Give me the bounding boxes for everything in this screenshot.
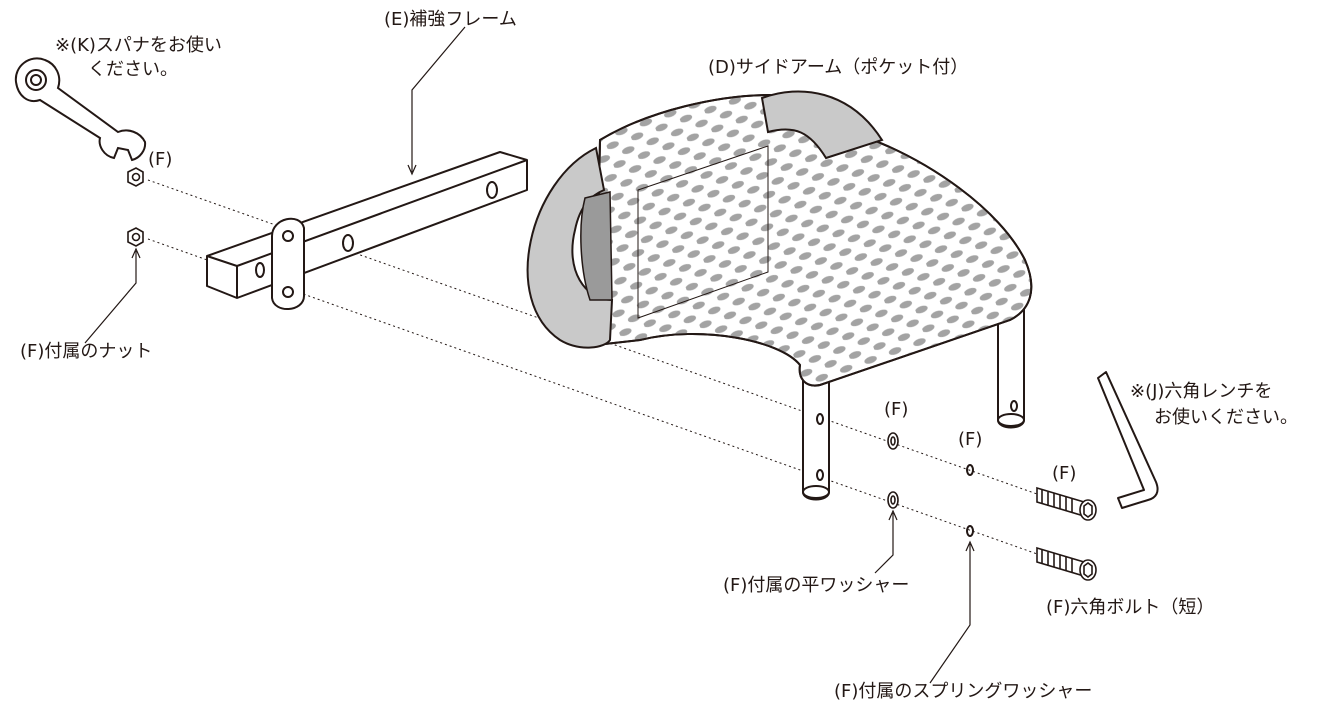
spring-washer-leader [929, 544, 971, 684]
side-arm-label: (D)サイドアーム（ポケット付） [708, 57, 969, 78]
bolt-top-label: (F) [1052, 463, 1077, 484]
flat-washer-label: (F)付属の平ワッシャー [723, 575, 910, 596]
reinforcement-frame [206, 151, 528, 310]
hex-wrench-note-line2: お使いください。 [1154, 407, 1298, 428]
nut-top-label: (F) [148, 149, 173, 170]
flat-washer-top-label: (F) [884, 399, 909, 420]
frame-leader [411, 26, 466, 172]
nut-icon-lower [127, 227, 144, 247]
spanner-icon [14, 57, 147, 162]
nut-icon [127, 167, 144, 187]
bolt-icon [1036, 486, 1097, 521]
washer-icon [887, 432, 899, 509]
spring-washer-top-label: (F) [958, 429, 983, 450]
flat-washer-leader [874, 513, 894, 574]
side-arm-legs [802, 308, 1025, 501]
spring-washer-icon [966, 464, 974, 537]
side-arm [526, 90, 1033, 387]
leader-lines [84, 26, 975, 684]
nut-leader [84, 251, 137, 344]
bolt-label: (F)六角ボルト（短） [1046, 597, 1215, 618]
bolt-icon-lower [1036, 546, 1097, 581]
frame-label: (E)補強フレーム [384, 9, 517, 30]
hex-wrench-note-line1: ※(J)六角レンチを [1130, 381, 1273, 402]
spanner-note-line1: ※(K)スパナをお使い [55, 35, 222, 56]
nut-label: (F)付属のナット [20, 341, 153, 362]
hex-wrench-icon [1097, 371, 1159, 509]
spring-washer-label: (F)付属のスプリングワッシャー [834, 681, 1093, 702]
spanner-note-line2: ください。 [88, 59, 178, 80]
